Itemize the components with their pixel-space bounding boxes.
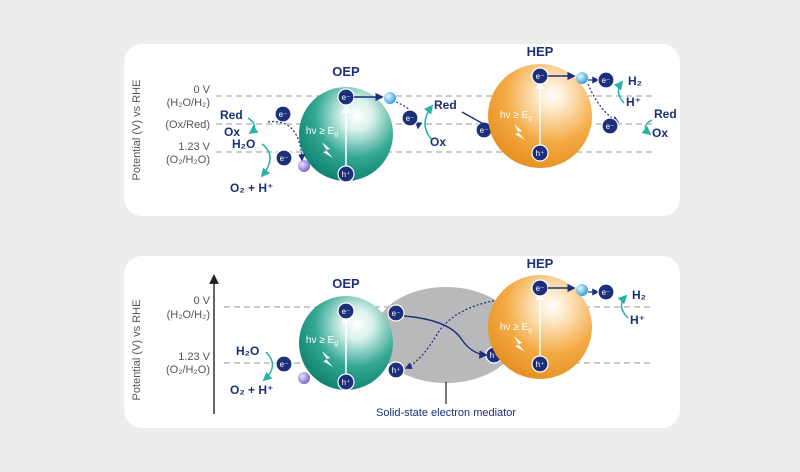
- top-right-electron-2-label: e⁻: [606, 122, 615, 131]
- bottom-left-electron: [275, 355, 293, 373]
- bottom-right-electron-bubble: [576, 284, 588, 296]
- top-left-o2: O₂ + H⁺: [230, 181, 273, 195]
- bottom-mediator-electron-label: e⁻: [392, 309, 401, 318]
- top-right-h: H⁺: [626, 95, 641, 109]
- bottom-oep-hole: [337, 373, 355, 391]
- bottom-left-o2: O₂ + H⁺: [230, 383, 273, 397]
- top-left-electron-path: [267, 121, 306, 162]
- bottom-oep-light-icon: [322, 351, 333, 367]
- bottom-right-electron: [597, 283, 615, 301]
- bottom-hep-electron-label: e⁻: [536, 284, 545, 293]
- top-mid-ox: Ox: [430, 135, 446, 149]
- top-hep-excitation-label: hν ≥ Eg: [500, 110, 532, 122]
- top-hep-title: HEP: [527, 44, 554, 59]
- bottom-right-electron-label: e⁻: [602, 288, 611, 297]
- top-mid-electron-label: e⁻: [406, 114, 415, 123]
- bottom-oep-electron-label: e⁻: [342, 307, 351, 316]
- top-right-electron-2: [601, 117, 619, 135]
- top-right-electron-label: e⁻: [602, 76, 611, 85]
- top-mid-electron: [401, 109, 419, 127]
- bottom-hep-title: HEP: [527, 256, 554, 271]
- bottom-panel-content: Potential (V) vs RHE 0 V (H₂O/H₂) 1.23 V…: [131, 256, 652, 419]
- bottom-oep-title: OEP: [332, 276, 360, 291]
- bottom-mediator-electron: [387, 304, 405, 322]
- top-mid-electron-bubble: [384, 92, 396, 104]
- top-right-h-h2-arrow: [613, 80, 625, 104]
- top-hep-electron-label: e⁻: [536, 72, 545, 81]
- bottom-level-0v-couple: (H₂O/H₂): [167, 309, 210, 321]
- bottom-left-electron-label: e⁻: [280, 360, 289, 369]
- top-left-red: Red: [220, 108, 243, 122]
- top-left-ox: Ox: [224, 125, 240, 139]
- bottom-mediator-hole-left-label: h⁺: [392, 366, 401, 375]
- bottom-oep-excitation-label: hν ≥ Eg: [306, 335, 338, 347]
- top-potential-axis-label: Potential (V) vs RHE: [131, 80, 143, 181]
- top-oep-electron-label: e⁻: [342, 93, 351, 102]
- top-oep-hole-label: h⁺: [342, 170, 351, 179]
- top-right-electron: [597, 71, 615, 89]
- bottom-left-h2o: H₂O: [236, 344, 259, 358]
- bottom-hep-hole: [531, 355, 549, 373]
- bottom-potential-axis-label: Potential (V) vs RHE: [131, 300, 143, 401]
- bottom-oep-hole-bubble: [298, 372, 310, 384]
- top-left-h2o: H₂O: [232, 137, 255, 151]
- top-hep-hole: [531, 144, 549, 162]
- top-left-h2o-arrow: [260, 143, 271, 178]
- top-left-electron-2-label: e⁻: [280, 154, 289, 163]
- bottom-level-123v-label: 1.23 V: [178, 351, 210, 363]
- bottom-hep-hole-label: h⁺: [536, 360, 545, 369]
- top-level-123v-label: 1.23 V: [178, 141, 210, 153]
- top-panel-content: Potential (V) vs RHE 0 V (H₂O/H₂) (Ox/Re…: [131, 44, 677, 195]
- top-level-123v-couple: (O₂/H₂O): [166, 154, 210, 166]
- top-level-ox-red-label: (Ox/Red): [165, 119, 210, 131]
- top-right-h2: H₂: [628, 74, 642, 88]
- top-mid-electron-2-label: e⁻: [480, 126, 489, 135]
- bottom-mediator-ellipse: [374, 287, 518, 383]
- bottom-mediator-electron-path: [403, 315, 488, 359]
- top-oep-title: OEP: [332, 64, 360, 79]
- bottom-hep-light-icon: [514, 336, 525, 352]
- top-level-0v-label: 0 V: [193, 84, 210, 96]
- top-level-0v-couple: (H₂O/H₂): [167, 97, 210, 109]
- top-mid-ox-red-arrow: [424, 104, 434, 141]
- bottom-right-h2: H₂: [632, 288, 646, 302]
- bottom-oep-hole-label: h⁺: [342, 378, 351, 387]
- top-oep-excitation-label: hν ≥ Eg: [306, 126, 338, 138]
- bottom-mediator-cross-path: [404, 299, 499, 370]
- bottom-hep-excitation-label: hν ≥ Eg: [500, 322, 532, 334]
- bottom-right-h-h2-arrow: [617, 294, 629, 319]
- bottom-right-h: H⁺: [630, 313, 645, 327]
- top-right-hole-path: [587, 83, 620, 123]
- top-mid-red: Red: [434, 98, 457, 112]
- top-right-ox: Ox: [652, 126, 668, 140]
- top-right-red: Red: [654, 107, 677, 121]
- bottom-mediator-hole-left: [387, 361, 405, 379]
- top-left-electron-2: [275, 149, 293, 167]
- top-right-red-ox-arrow: [641, 119, 653, 136]
- top-oep-hole-bubble: [298, 160, 310, 172]
- top-left-electron-label: e⁻: [279, 110, 288, 119]
- top-oep-light-icon: [322, 142, 333, 158]
- bottom-mediator-hole-right-label: h⁺: [490, 351, 499, 360]
- bottom-level-123v-couple: (O₂/H₂O): [166, 364, 210, 376]
- bottom-mediator-label: Solid-state electron mediator: [376, 407, 516, 419]
- top-hep-light-icon: [514, 124, 525, 140]
- top-hep-hole-label: h⁺: [536, 149, 545, 158]
- top-left-red-ox-arrow: [247, 117, 259, 135]
- bottom-left-h2o-arrow: [262, 351, 274, 382]
- bottom-oep-electron: [337, 302, 355, 320]
- bottom-level-0v-label: 0 V: [193, 295, 210, 307]
- top-left-electron: [274, 105, 292, 123]
- top-right-electron-bubble: [576, 72, 588, 84]
- top-oep-hole: [337, 165, 355, 183]
